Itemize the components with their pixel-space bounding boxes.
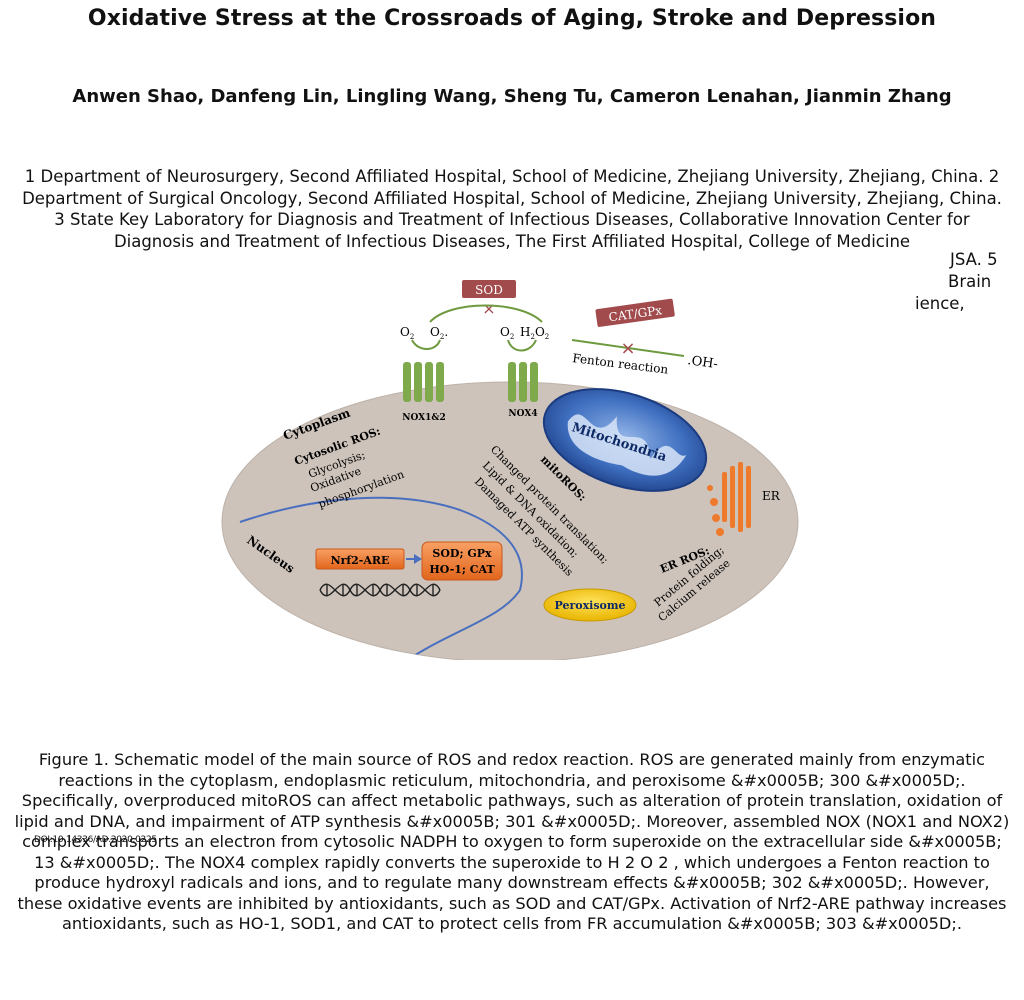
sod-label: SOD <box>475 283 503 297</box>
affiliations: 1 Department of Neurosurgery, Second Aff… <box>22 167 1002 251</box>
affil-frag-right-2: Brain <box>948 272 992 291</box>
figure-caption: Figure 1. Schematic model of the main so… <box>14 750 1010 933</box>
nucleus-boundary <box>239 496 523 660</box>
svg-text:Peroxisome: Peroxisome <box>554 599 625 612</box>
affil-frag-right-1: JSA. 5 <box>950 250 998 269</box>
svg-text:NOX1&2: NOX1&2 <box>402 413 446 423</box>
svg-text:.OH-: .OH- <box>686 353 718 372</box>
svg-text:ER: ER <box>762 489 781 503</box>
svg-text:SOD; GPx: SOD; GPx <box>432 547 492 560</box>
nox4-complex <box>508 362 538 402</box>
nrf2-box <box>315 548 405 570</box>
svg-text:O2: O2 <box>400 325 414 341</box>
mitochondria <box>542 388 708 492</box>
author-list: Anwen Shao, Danfeng Lin, Lingling Wang, … <box>72 86 952 107</box>
figure-1-diagram: SOD × CAT/GPx × Fenton reaction .OH- O2 … <box>200 270 820 660</box>
svg-text:H2O2: H2O2 <box>520 325 549 341</box>
sod-box <box>462 280 516 298</box>
svg-text:O2: O2 <box>500 325 514 341</box>
paper-title: Oxidative Stress at the Crossroads of Ag… <box>87 6 937 31</box>
svg-text:×: × <box>482 299 495 318</box>
svg-text:Nrf2-ARE: Nrf2-ARE <box>331 554 390 567</box>
svg-text:NOX4: NOX4 <box>508 409 537 419</box>
affil-frag-right-3: ience, <box>915 294 965 313</box>
doi: DOI:10.14336/AD.2020.0225 <box>34 835 157 845</box>
nox1-2-complex <box>403 362 444 402</box>
svg-text:HO-1; CAT: HO-1; CAT <box>429 563 495 576</box>
peroxisome <box>543 588 637 622</box>
svg-text:×: × <box>620 338 635 359</box>
svg-text:O2.: O2. <box>430 325 448 341</box>
antioxidant-box <box>421 541 503 581</box>
cat-gpx-box <box>595 298 675 327</box>
er-structure <box>707 462 751 536</box>
dna-helix <box>319 583 441 597</box>
